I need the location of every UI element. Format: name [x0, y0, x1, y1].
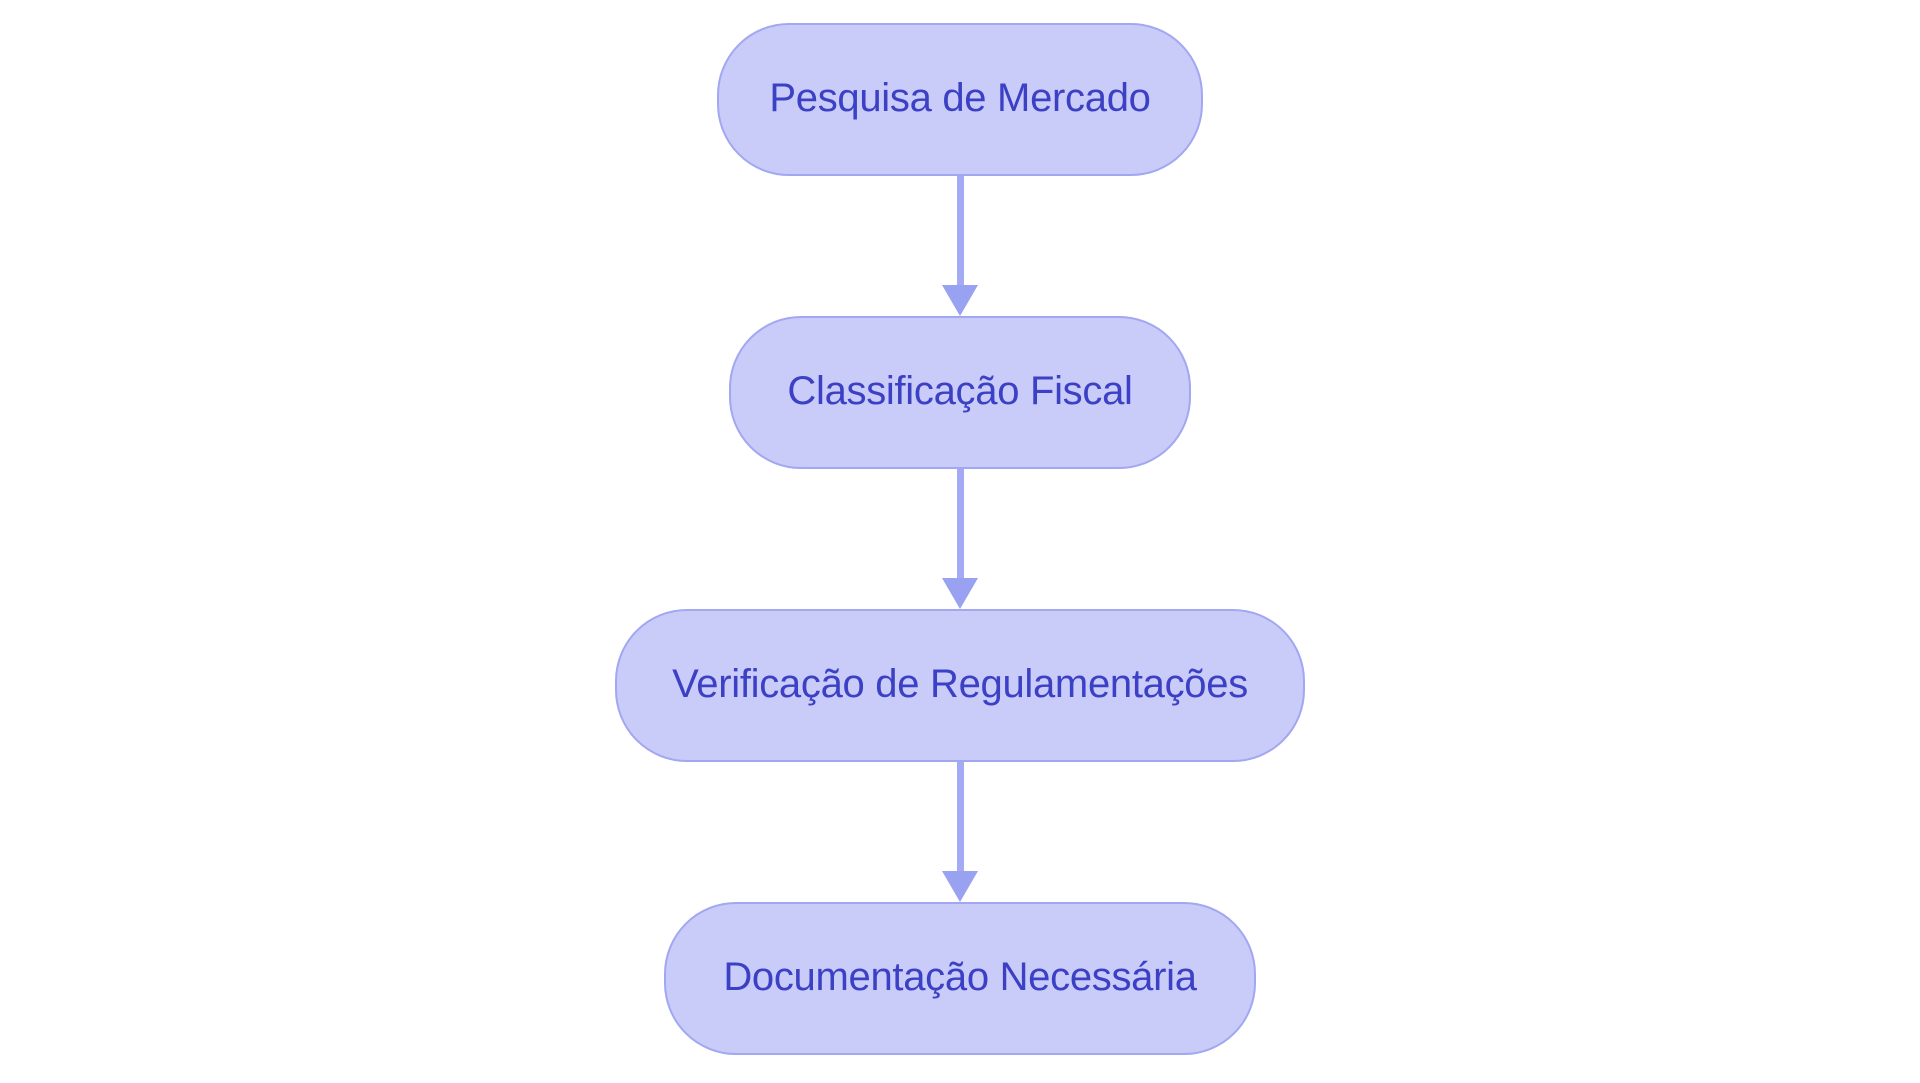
arrow-down-icon — [942, 871, 978, 902]
flow-arrow-3 — [942, 762, 978, 902]
node-label: Pesquisa de Mercado — [769, 76, 1151, 120]
arrow-down-icon — [942, 578, 978, 609]
node-label: Verificação de Regulamentações — [672, 662, 1248, 706]
arrow-down-icon — [942, 285, 978, 316]
flow-node-classificacao-fiscal: Classificação Fiscal — [729, 316, 1191, 469]
flow-node-documentacao-necessaria: Documentação Necessária — [664, 902, 1256, 1055]
arrow-line — [956, 762, 964, 874]
flow-arrow-2 — [942, 469, 978, 609]
node-label: Documentação Necessária — [723, 955, 1197, 999]
arrow-line — [956, 176, 964, 288]
flow-node-pesquisa-de-mercado: Pesquisa de Mercado — [717, 23, 1203, 176]
flow-arrow-1 — [942, 176, 978, 316]
flow-node-verificacao-de-regulamentacoes: Verificação de Regulamentações — [615, 609, 1305, 762]
arrow-line — [956, 469, 964, 581]
node-label: Classificação Fiscal — [787, 369, 1133, 413]
